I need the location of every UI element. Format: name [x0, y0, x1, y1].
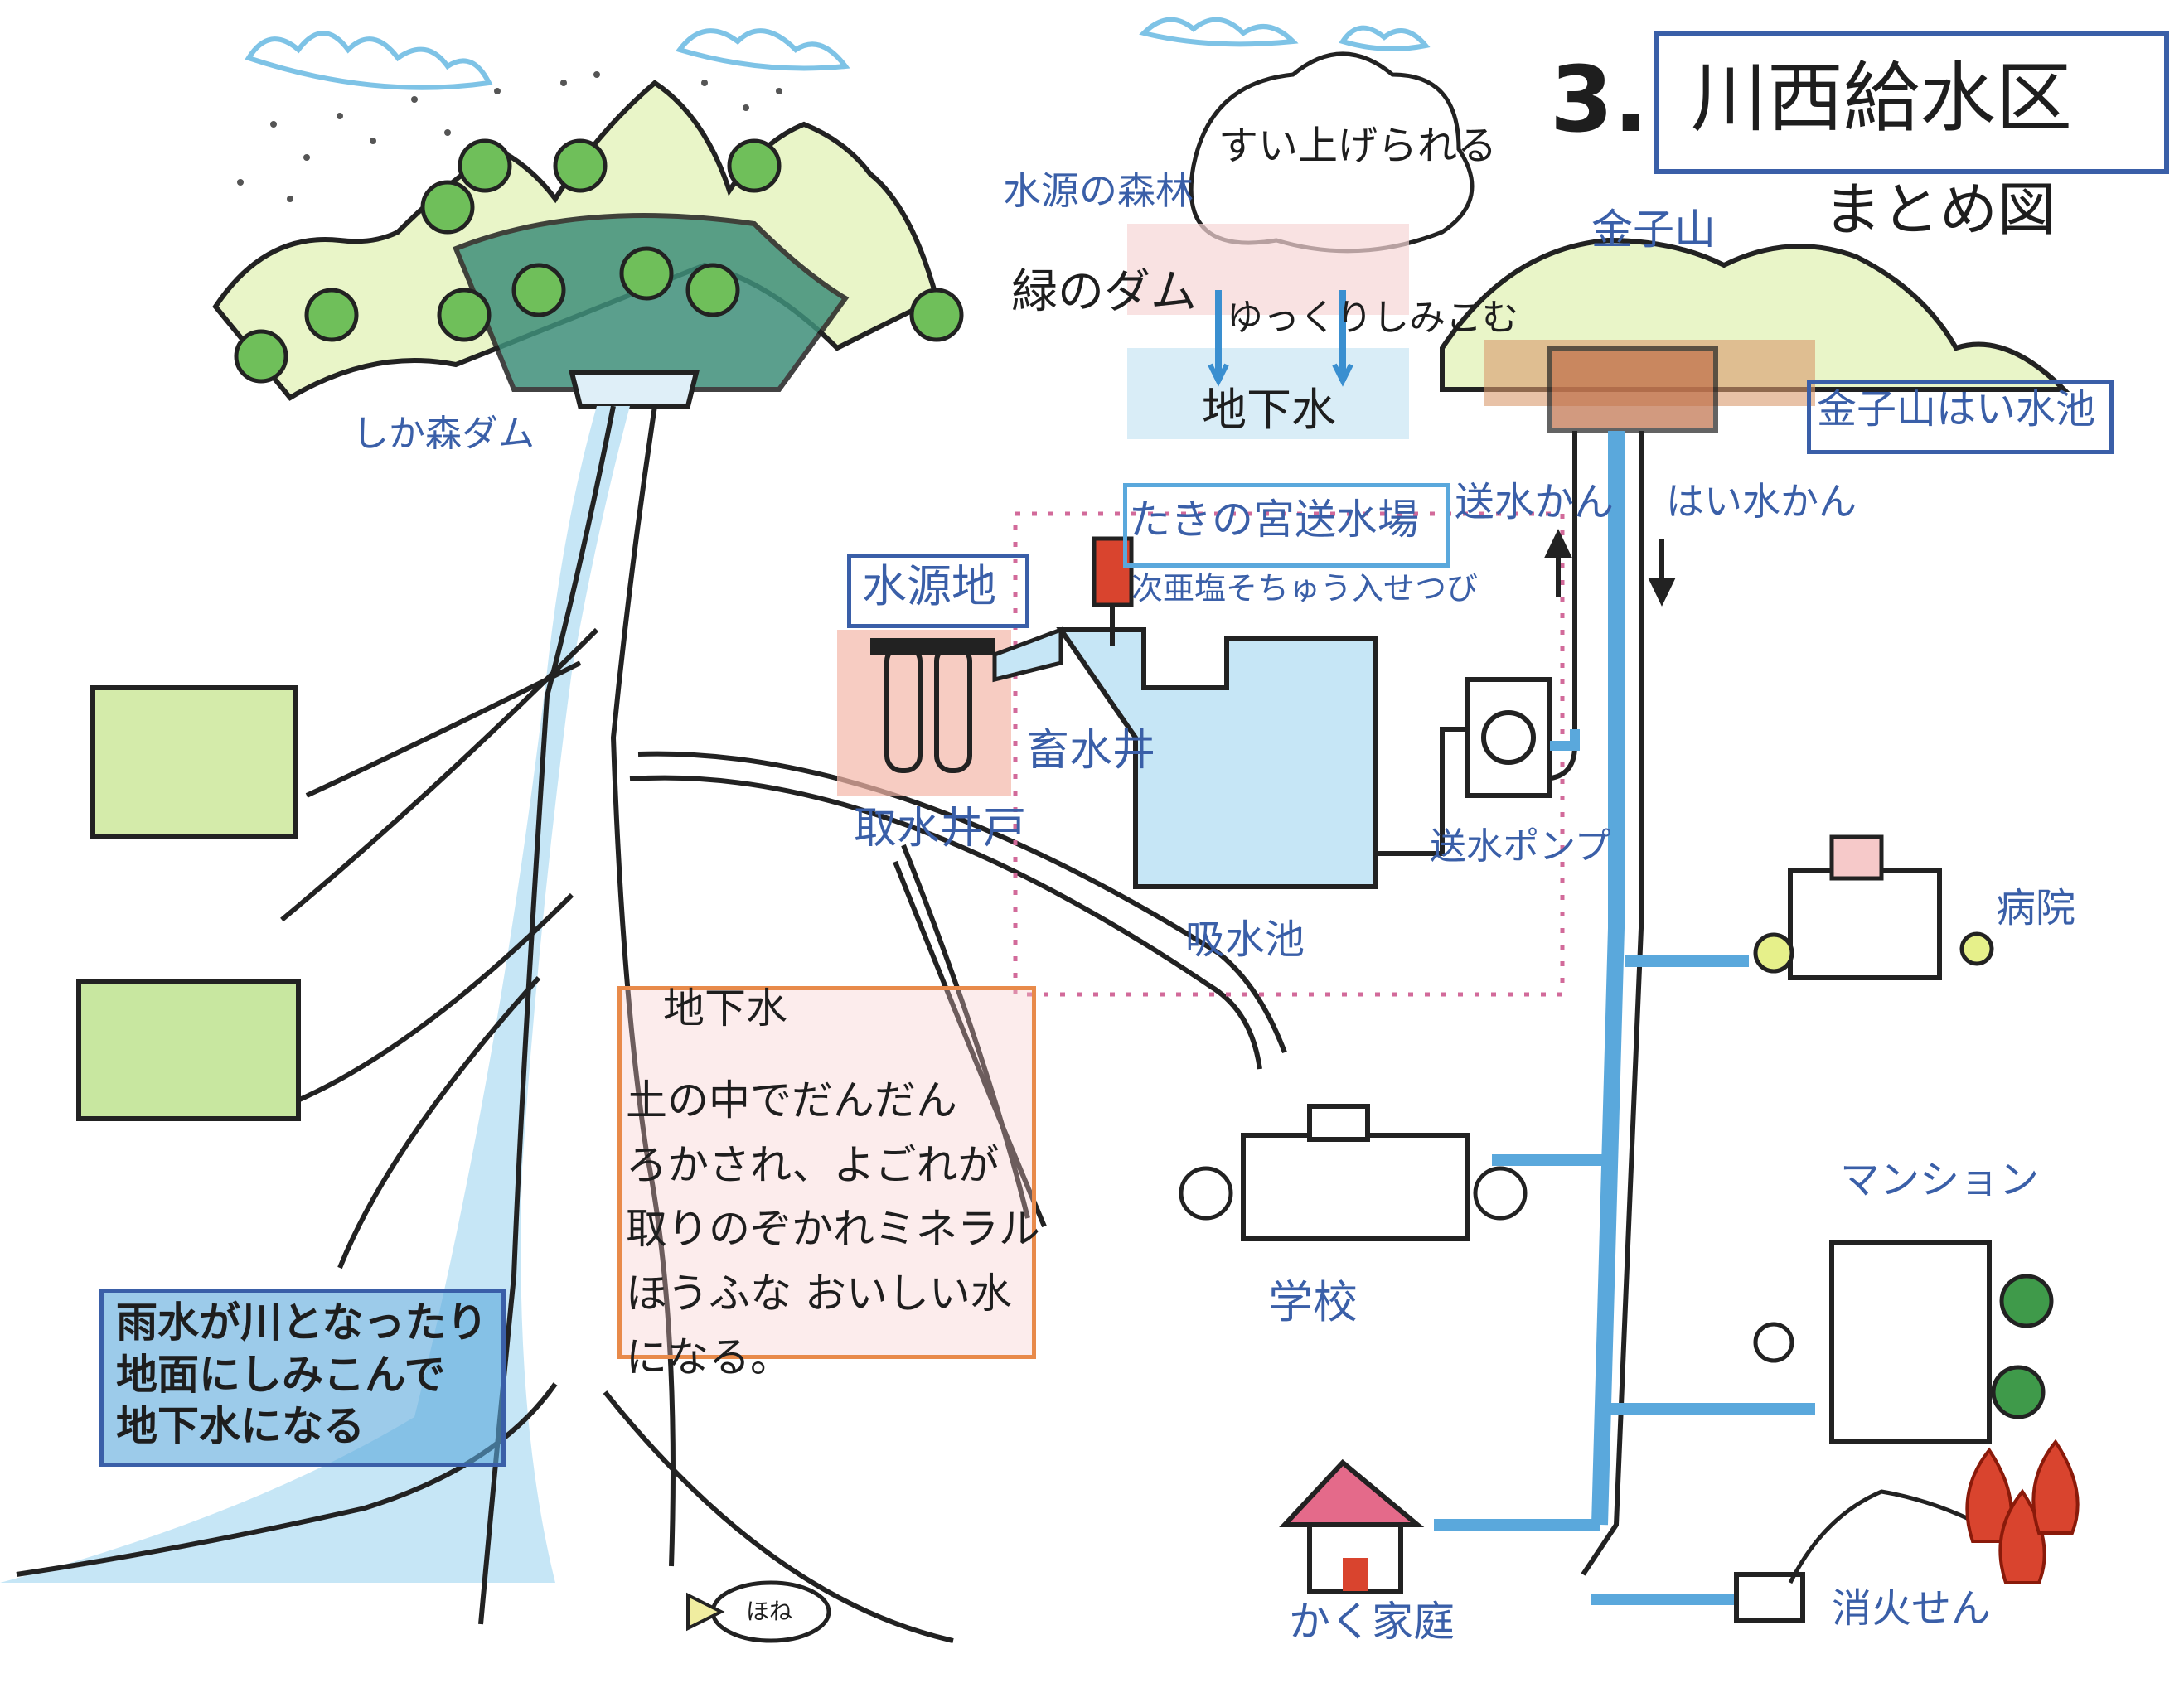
rain-clouds	[245, 17, 1431, 90]
label-shusui-ido: 取水井戸	[854, 804, 1027, 854]
title-box	[1654, 31, 2169, 174]
takinomiya-box	[1123, 483, 1450, 568]
label-green-dam: 緑のダム	[1011, 265, 1197, 319]
groundwater-line: 取りのぞかれミネラル	[626, 1205, 1040, 1253]
label-sousui-kan: 送水かん	[1455, 479, 1615, 525]
groundwater-line: になる。	[626, 1333, 792, 1381]
forest-trees	[234, 138, 964, 384]
label-haisui-kan: はい水かん	[1666, 479, 1857, 524]
label-takinomiya: たきの宮送水場	[1129, 496, 1419, 544]
house-building	[1279, 1458, 1425, 1594]
infiltration-scene	[1127, 51, 1475, 439]
label-kanekoyama-pool: 金子山はい水池	[1817, 386, 2096, 433]
fish-doodle	[686, 1580, 831, 1643]
rain-line: 雨水が川となったり	[116, 1299, 488, 1347]
rain-note-body: 雨水が川となったり 地面にしみこんで 地下水になる	[116, 1297, 488, 1453]
label-suigen-forest: 水源の森林	[1003, 168, 1194, 213]
intake-wells	[837, 626, 1063, 796]
school-building	[1179, 1104, 1528, 1241]
label-fish: ほね	[746, 1598, 793, 1625]
rain-note-box	[99, 1289, 506, 1467]
distribution-pipes	[1434, 431, 1815, 1605]
label-chikasui-top: 地下水	[1202, 384, 1336, 436]
label-sousui-pump: 送水ポンプ	[1430, 825, 1611, 868]
label-home: かく家庭	[1289, 1598, 1455, 1646]
forest-mountains	[212, 80, 940, 409]
page-title: 川西給水区	[1691, 54, 2073, 143]
label-yukkuri: ゆっくりしみこむ	[1227, 297, 1518, 339]
pump-station	[1376, 677, 1580, 856]
hospital-building	[1753, 834, 1994, 980]
label-school: 学校	[1268, 1276, 1358, 1328]
groundwater-note-body: 土の中でだんだん ろかされ、よごれが 取りのぞかれミネラル ほうふな おいしい水…	[626, 1069, 1040, 1390]
suigenchi-box	[847, 554, 1029, 628]
label-hospital: 病院	[1996, 885, 2076, 931]
label-shikamori-dam: しか森ダム	[352, 413, 535, 455]
flow-arrows	[1544, 529, 1676, 607]
label-suigenchi: 水源地	[862, 560, 996, 612]
kanekoyama-scene	[1440, 237, 2070, 433]
groundwater-line: ほうふな おいしい水	[626, 1269, 1012, 1318]
rain-line: 地面にしみこんで	[116, 1350, 446, 1399]
groundwater-note-box	[617, 986, 1036, 1359]
label-mansion: マンション	[1840, 1157, 2040, 1203]
kanekoyama-pool-box	[1807, 380, 2114, 454]
label-hydrant: 消火せん	[1832, 1585, 1992, 1632]
label-kyusuichi: 吸水池	[1185, 916, 1305, 963]
label-suiageru: すい上げられる	[1218, 123, 1498, 169]
groundwater-line: ろかされ、よごれが	[626, 1140, 1000, 1189]
mansion-building	[1753, 1240, 2054, 1444]
label-chikusuisei: 畜水井	[1026, 726, 1156, 776]
groundwater-note-title: 地下水	[663, 984, 787, 1033]
section-number: 3.	[1550, 46, 1649, 152]
fields	[76, 685, 301, 1121]
hydrant-and-fire	[1734, 1439, 2080, 1623]
label-jiaen: 次亜塩そちゅう入せつび	[1131, 570, 1479, 607]
page-subtitle: まとめ図	[1823, 176, 2056, 244]
groundwater-line: 土の中でだんだん	[626, 1076, 957, 1124]
rain-line: 地下水になる	[116, 1402, 365, 1450]
label-kanekoyama: 金子山	[1591, 206, 1716, 254]
